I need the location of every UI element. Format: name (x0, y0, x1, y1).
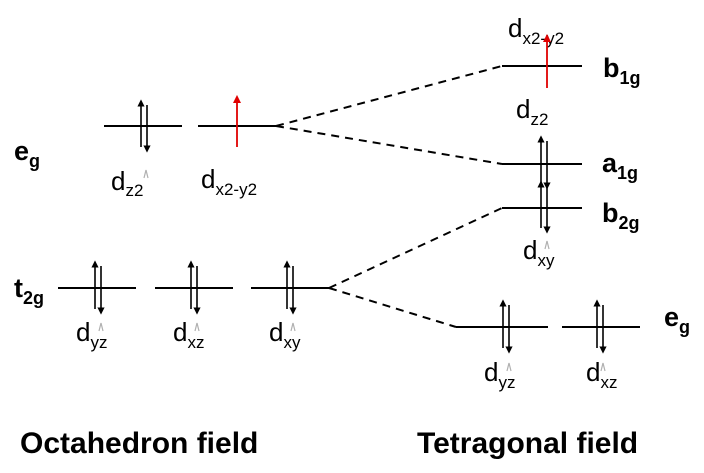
electron-pair-dxz-octahedral (187, 260, 201, 315)
a1g-symbol: a1g (602, 148, 638, 183)
dashed-line-t2g-to-eg (328, 287, 457, 328)
dashed-line-eg-to-a1g (275, 125, 503, 165)
t2g-symbol-octahedral: t2g (14, 273, 44, 308)
eg-symbol-octahedral: eg (14, 136, 40, 171)
small-mark-dxy-tetragonal (544, 240, 550, 250)
dashed-line-t2g-to-b2g (328, 207, 503, 289)
correlation-lines (275, 65, 503, 328)
orbital-label-dz2-octahedral: dz2 (111, 166, 143, 200)
small-mark-dyz (98, 322, 104, 332)
caption-tetragonal-field: Tetragonal field (417, 427, 638, 460)
orbital-label-dxz-octahedral: dxz (173, 317, 204, 352)
dashed-line-eg-to-b1g (275, 65, 503, 127)
electron-pair-dyz-tetragonal (499, 299, 513, 354)
small-mark-dyz-tetragonal (506, 362, 512, 372)
small-mark-dz2 (143, 169, 149, 179)
electron-pair-dxy-tetragonal (537, 180, 551, 234)
orbital-label-dyz-tetragonal: dyz (484, 357, 515, 392)
orbital-label-dz2-tetragonal: dz2 (516, 94, 548, 129)
orbital-label-dx2y2-octahedral: dx2-y2 (201, 164, 257, 199)
orbital-label-dxy-octahedral: dxy (269, 317, 301, 352)
electron-pair-dz2-tetragonal (537, 135, 551, 190)
electron-pair-dyz-octahedral (91, 260, 105, 315)
orbital-label-dxy-tetragonal: dxy (523, 235, 555, 270)
orbital-label-dxz-tetragonal: dxz (586, 357, 617, 392)
orbital-label-dx2y2-tetragonal: dx2-y2 (508, 13, 564, 48)
eg-symbol-tetragonal: eg (664, 302, 690, 337)
orbital-label-dyz-octahedral: dyz (76, 317, 107, 352)
b1g-symbol: b1g (603, 53, 641, 88)
caption-octahedron-field: Octahedron field (20, 427, 258, 460)
b2g-symbol: b2g (602, 198, 640, 233)
small-mark-dxy (290, 322, 296, 332)
small-mark-dxz (194, 322, 200, 332)
electron-pair-dz2-octahedral (137, 99, 151, 153)
electron-pair-dxz-tetragonal (593, 299, 607, 354)
small-mark-dxz-tetragonal (600, 362, 606, 372)
electron-pair-dxy-octahedral (283, 260, 297, 315)
